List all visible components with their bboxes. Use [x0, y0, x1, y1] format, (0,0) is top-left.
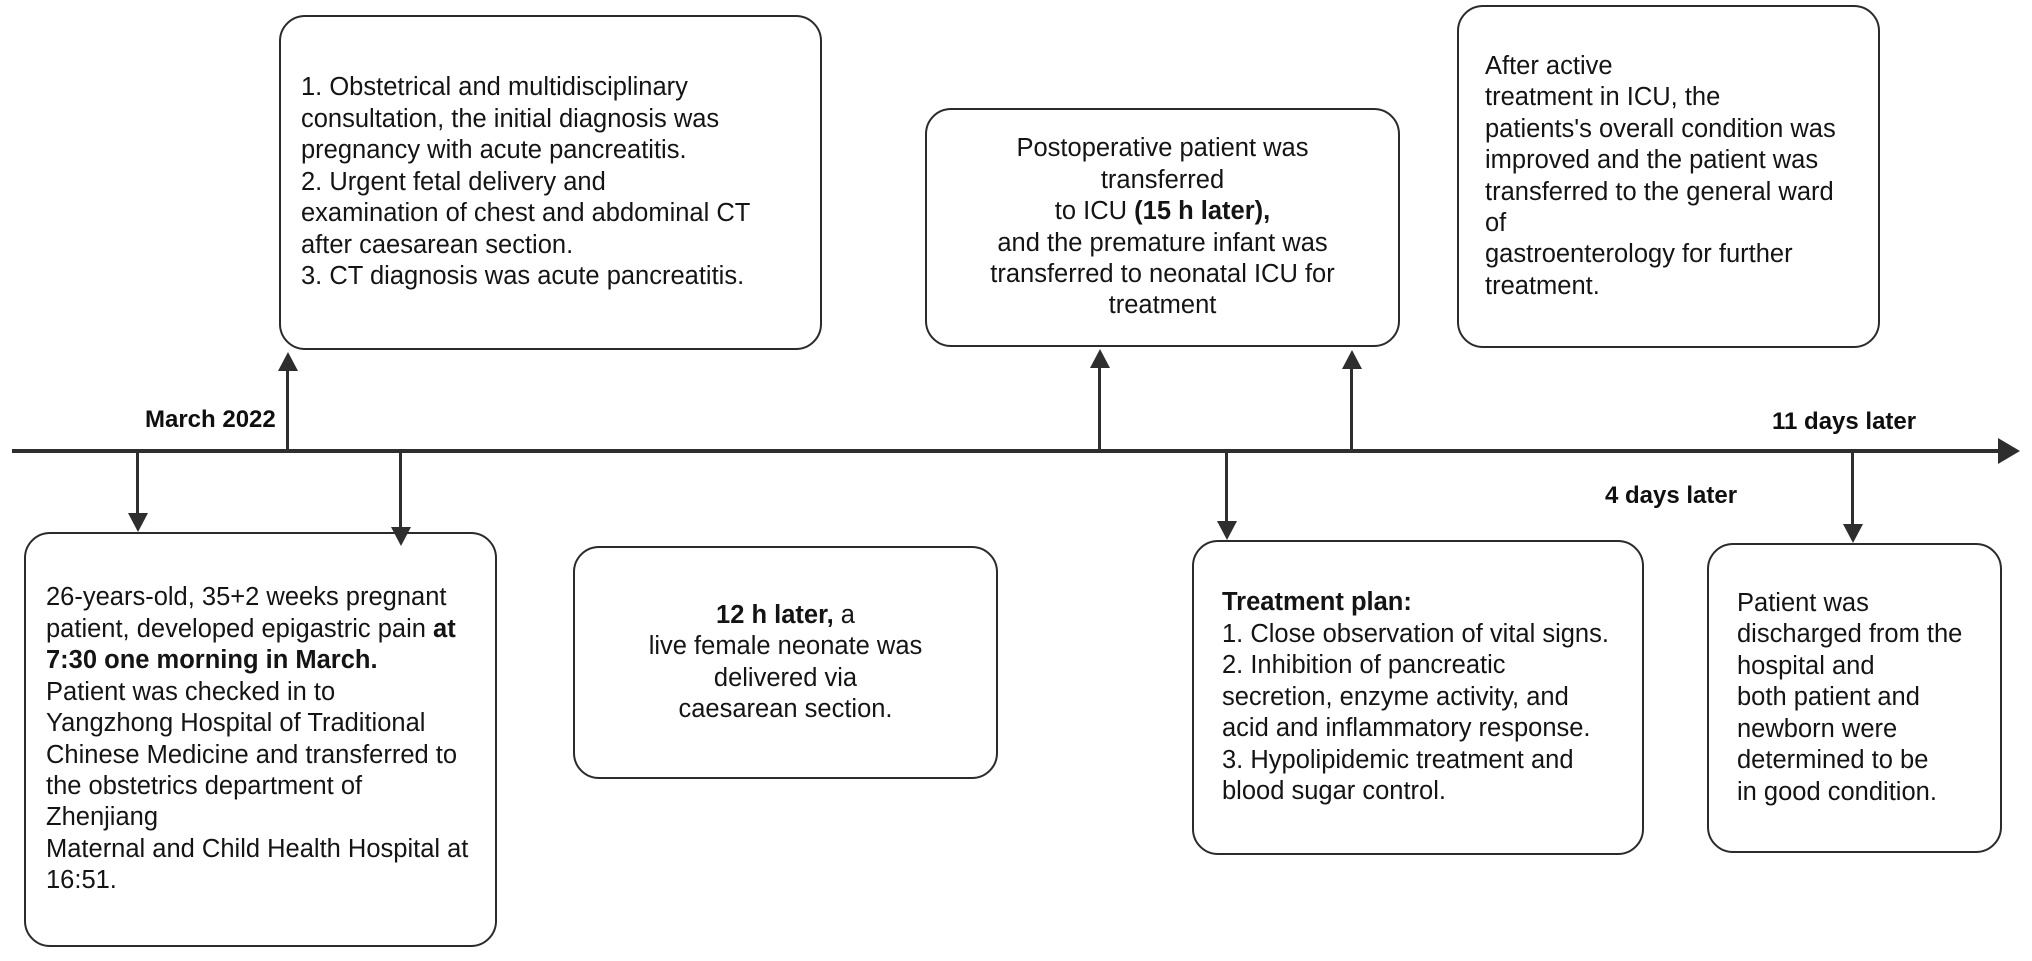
box-line: transferred to neonatal ICU for [990, 259, 1335, 288]
event-box-delivery: 12 h later, a live female neonate was de… [573, 546, 998, 779]
event-box-icu-recovery: After active treatment in ICU, the patie… [1457, 5, 1880, 348]
box-line: 1. Close observation of vital signs. [1222, 619, 1609, 648]
box-line: live female neonate was [648, 632, 923, 661]
box-line: 1. Obstetrical and multidisciplinary [301, 73, 688, 102]
event-box-treatment-plan: Treatment plan: 1. Close observation of … [1192, 540, 1644, 855]
box-line: 26-years-old, 35+2 weeks pregnant [46, 583, 447, 612]
box-line: Postoperative patient was [1016, 134, 1309, 163]
box-line: and the premature infant was [997, 228, 1328, 257]
box-line: discharged from the [1737, 620, 1963, 649]
box-line: determined to be [1737, 746, 1929, 775]
box-line: 12 h later, a [716, 600, 855, 629]
connector-arrow-up-icon [1342, 350, 1362, 369]
box-line: 3. Hypolipidemic treatment and [1222, 745, 1574, 774]
axis-label-march-2022: March 2022 [145, 406, 276, 433]
connector-arrow-down-icon [1843, 524, 1863, 543]
box-line: 7:30 one morning in March. [46, 646, 378, 675]
connector-line-icu-recovery [1350, 367, 1353, 451]
box-line: treatment. [1485, 271, 1600, 300]
connector-arrow-down-icon [1217, 521, 1237, 540]
box-line: Maternal and Child Health Hospital at [46, 834, 469, 863]
box-line: patients's overall condition was [1485, 114, 1836, 143]
box-line: 16:51. [46, 866, 117, 895]
box-line: treatment in ICU, the [1485, 83, 1721, 112]
box-line: Patient was [1737, 588, 1869, 617]
event-box-discharge: Patient was discharged from the hospital… [1707, 543, 2002, 853]
box-line: gastroenterology for further [1485, 240, 1793, 269]
connector-line-initial-diagnosis [286, 369, 289, 451]
event-box-presentation: 26-years-old, 35+2 weeks pregnant patien… [24, 532, 497, 947]
box-line: patient, developed epigastric pain at [46, 614, 456, 643]
box-line: 2. Inhibition of pancreatic [1222, 651, 1506, 680]
box-line: Chinese Medicine and transferred to [46, 740, 458, 769]
box-line: 2. Urgent fetal delivery and [301, 167, 606, 196]
box-line: in good condition. [1737, 777, 1937, 806]
box-line: transferred to the general ward of [1485, 177, 1841, 237]
box-line: Yangzhong Hospital of Traditional [46, 709, 426, 738]
connector-line-delivery [399, 451, 402, 529]
axis-label-11-days-later: 11 days later [1772, 408, 1917, 435]
box-line: After active [1485, 51, 1613, 80]
box-line: to ICU (15 h later), [1054, 197, 1271, 226]
box-line: caesarean section. [678, 694, 893, 723]
box-line: acid and inflammatory response. [1222, 714, 1591, 743]
box-line: the obstetrics department of Zhenjiang [46, 771, 370, 832]
box-line: both patient and [1737, 683, 1920, 712]
timeline-axis-arrow-icon [1998, 438, 2020, 464]
connector-arrow-down-icon [391, 527, 411, 546]
box-line: delivered via [713, 663, 858, 692]
event-box-initial-diagnosis: 1. Obstetrical and multidisciplinary con… [279, 15, 822, 350]
box-line: Treatment plan: [1222, 588, 1412, 617]
box-line: transferred [1100, 165, 1225, 194]
box-line: pregnancy with acute pancreatitis. [301, 136, 687, 165]
connector-arrow-down-icon [128, 513, 148, 532]
connector-line-treatment-plan [1225, 451, 1228, 523]
box-line: hospital and [1737, 651, 1875, 680]
box-line: Patient was checked in to [46, 677, 336, 706]
box-line: secretion, enzyme activity, and [1222, 682, 1569, 711]
box-line: newborn were [1737, 714, 1898, 743]
box-line: blood sugar control. [1222, 777, 1446, 806]
connector-line-icu-transfer [1098, 366, 1101, 451]
box-line: consultation, the initial diagnosis was [301, 104, 720, 133]
connector-line-discharge [1851, 451, 1854, 526]
box-line: after caesarean section. [301, 230, 574, 259]
box-line: treatment [1108, 291, 1217, 320]
connector-arrow-up-icon [1090, 349, 1110, 368]
event-box-icu-transfer: Postoperative patient was transferred to… [925, 108, 1400, 347]
box-line: improved and the patient was [1485, 146, 1819, 175]
connector-line-presentation [136, 451, 139, 515]
box-line: 3. CT diagnosis was acute pancreatitis. [301, 262, 745, 291]
connector-arrow-up-icon [278, 352, 298, 371]
timeline-axis [12, 449, 2004, 453]
axis-label-4-days-later: 4 days later [1605, 482, 1738, 509]
box-line: examination of chest and abdominal CT [301, 199, 751, 228]
